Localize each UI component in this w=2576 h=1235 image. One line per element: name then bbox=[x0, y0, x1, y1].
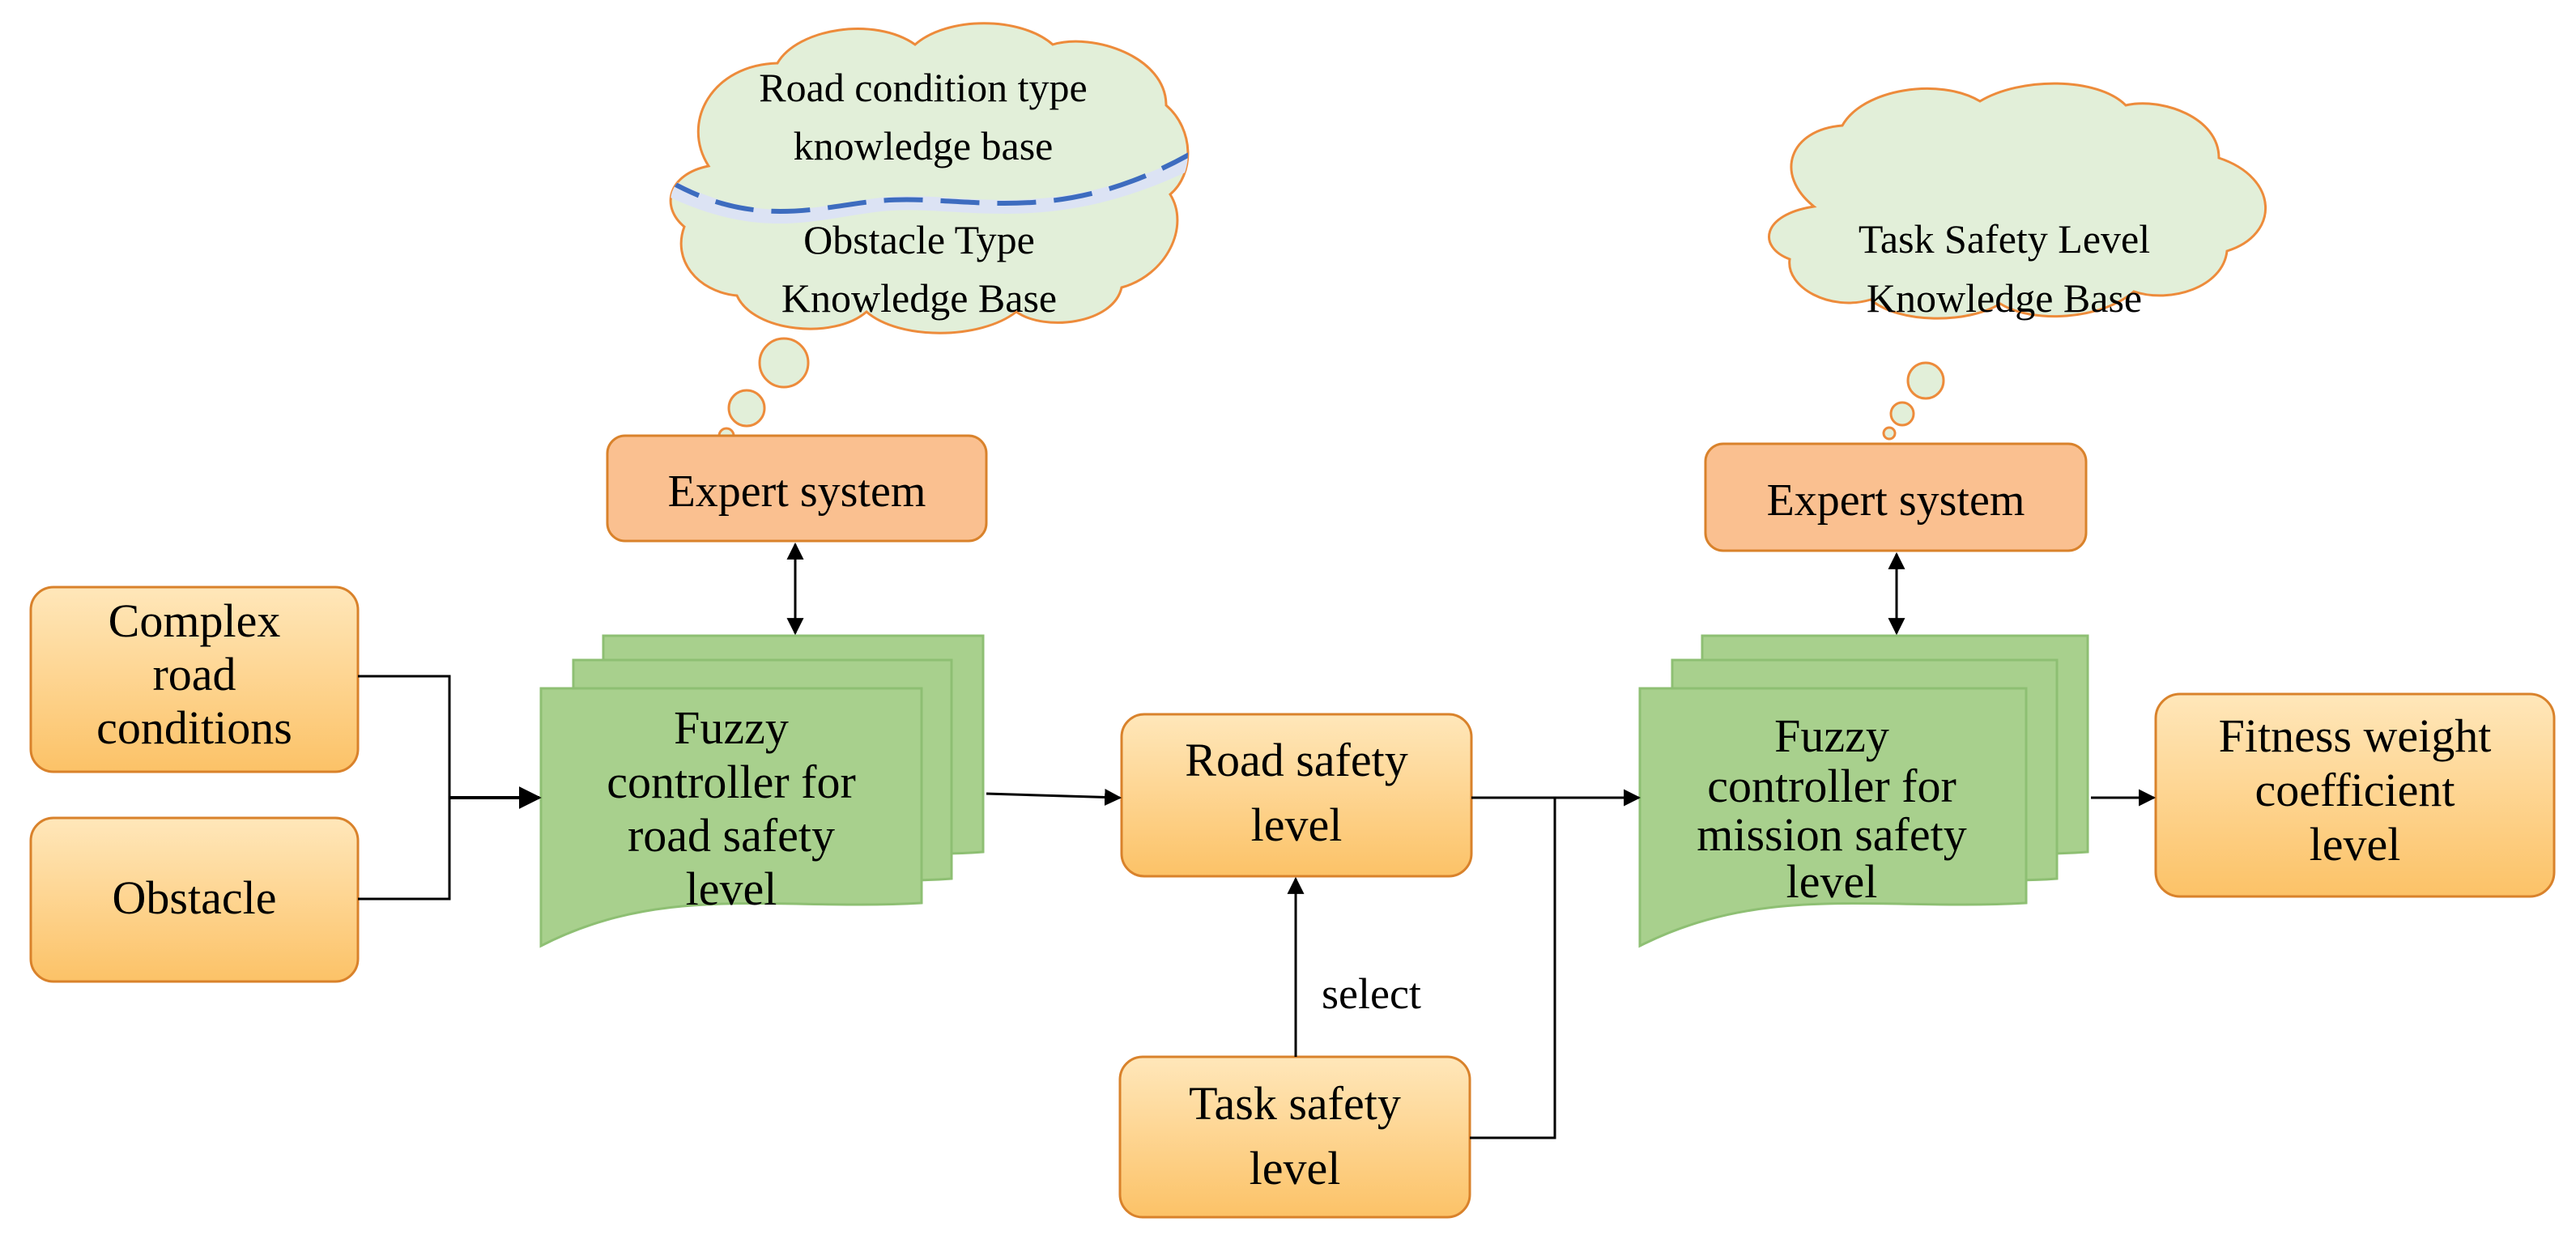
task-safety-kb-line1: Task Safety Level bbox=[1859, 216, 2150, 262]
task-knowledge-cloud: Task Safety Level Knowledge Base bbox=[1768, 82, 2267, 441]
fitness-line2: coefficient bbox=[2255, 764, 2455, 816]
edge-task-to-mission-junction bbox=[1470, 798, 1556, 1139]
road-safety-line2: level bbox=[1251, 798, 1343, 851]
complex-road-line1: Complex bbox=[109, 594, 281, 647]
task-safety-line2: level bbox=[1250, 1142, 1341, 1195]
fuzzy-mission-line4: level bbox=[1786, 855, 1878, 908]
expert-system-right: Expert system bbox=[1704, 442, 2088, 552]
fitness-line3: level bbox=[2310, 818, 2401, 871]
expert-system-right-label: Expert system bbox=[1767, 475, 2025, 526]
fuzzy-road-line1: Fuzzy bbox=[674, 701, 789, 754]
task-safety-level-box: Task safety level bbox=[1118, 1055, 1471, 1219]
obstacle-label: Obstacle bbox=[113, 871, 277, 924]
fuzzy-mission-line2: controller for bbox=[1707, 760, 1956, 812]
road-knowledge-cloud: Road condition type knowledge base Obsta… bbox=[669, 22, 1190, 445]
task-safety-kb-line2: Knowledge Base bbox=[1867, 275, 2142, 321]
fuzzy-mission-line1: Fuzzy bbox=[1774, 709, 1889, 762]
edge-complex-road-to-merge bbox=[358, 675, 451, 798]
road-safety-line1: Road safety bbox=[1185, 734, 1407, 786]
connectors bbox=[358, 542, 2157, 1139]
complex-road-conditions-box: Complex road conditions bbox=[29, 586, 360, 773]
task-safety-line1: Task safety bbox=[1189, 1077, 1401, 1130]
expert-system-left: Expert system bbox=[606, 434, 988, 543]
expert-system-left-label: Expert system bbox=[668, 466, 926, 517]
select-edge-label: select bbox=[1322, 969, 1421, 1018]
road-safety-level-box: Road safety level bbox=[1120, 713, 1473, 878]
edge-obstacle-to-merge bbox=[358, 798, 451, 901]
fuzzy-mission-line3: mission safety bbox=[1697, 808, 1966, 861]
road-condition-kb-line2: knowledge base bbox=[794, 123, 1054, 168]
complex-road-line2: road bbox=[152, 648, 236, 701]
obstacle-box: Obstacle bbox=[29, 816, 360, 983]
obstacle-kb-line2: Knowledge Base bbox=[781, 275, 1057, 321]
fitness-line1: Fitness weight bbox=[2219, 709, 2492, 762]
complex-road-line3: conditions bbox=[96, 701, 292, 754]
fitness-weight-box: Fitness weight coefficient level bbox=[2154, 692, 2556, 898]
edge-fuzzy-road-to-road-safety bbox=[986, 788, 1122, 806]
road-condition-kb-line1: Road condition type bbox=[759, 65, 1088, 110]
obstacle-kb-line1: Obstacle Type bbox=[803, 217, 1035, 262]
fuzzy-controller-road: Fuzzy controller for road safety level bbox=[539, 634, 985, 948]
fuzzy-controller-mission: Fuzzy controller for mission safety leve… bbox=[1638, 634, 2089, 948]
fuzzy-road-line2: controller for bbox=[607, 756, 856, 808]
fuzzy-road-line4: level bbox=[686, 862, 777, 915]
fuzzy-road-line3: road safety bbox=[628, 809, 835, 862]
